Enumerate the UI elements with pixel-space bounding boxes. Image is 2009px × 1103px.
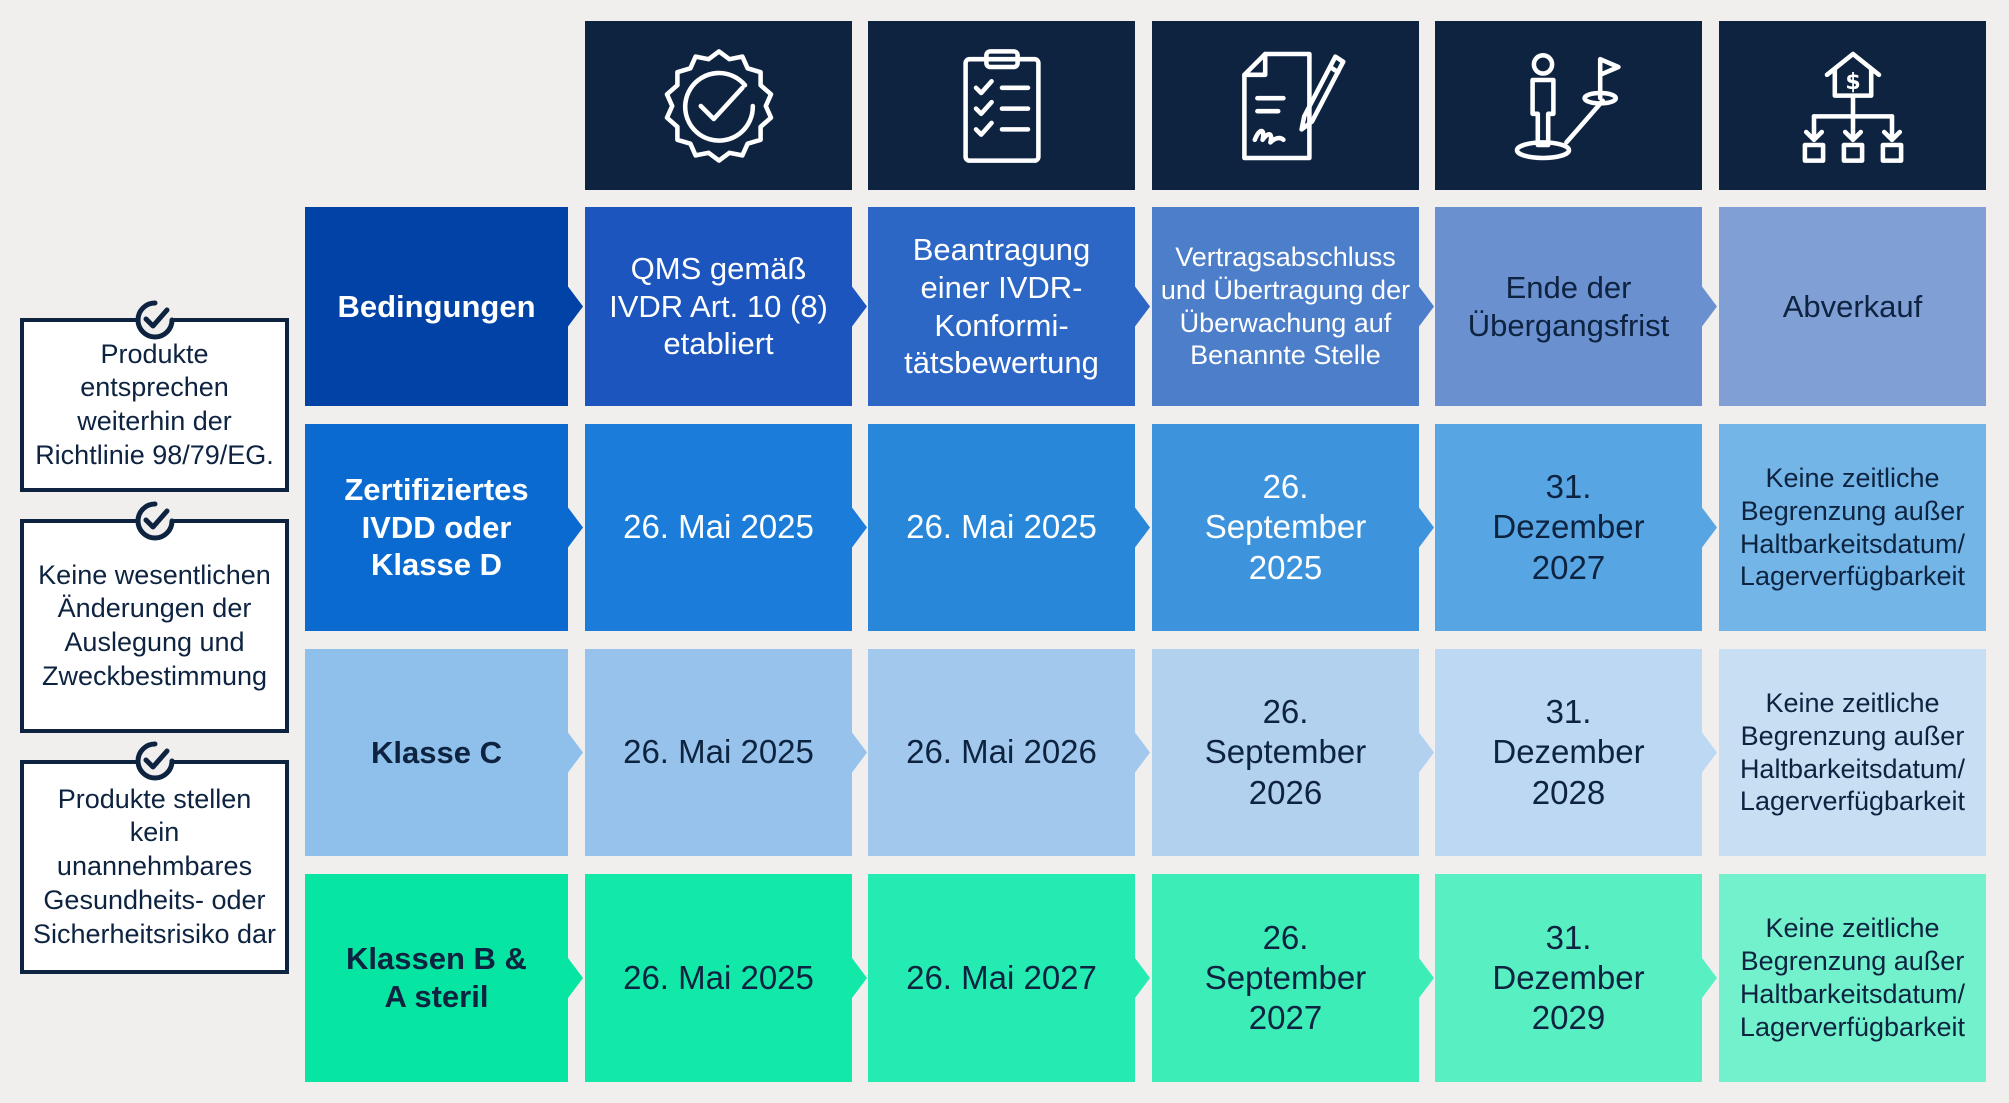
date-value: 26. Mai 2025 [623, 733, 814, 771]
chevron-arrow [1135, 507, 1150, 548]
row3-cell-2: 26. Mai 2027 [868, 874, 1135, 1082]
column-icon-box-2 [868, 21, 1135, 190]
chevron-arrow [568, 732, 583, 773]
row-header-label: Zertifiziertes IVDD oder Klasse D [344, 471, 529, 583]
header-cell-uebergangsfrist: Ende der Übergangsfrist [1435, 207, 1702, 406]
date-value: 26. September 2027 [1204, 918, 1367, 1037]
date-value: 31. Dezember 2029 [1492, 918, 1645, 1037]
sell-off-text: Keine zeitliche Begrenzung außer Haltbar… [1739, 913, 1966, 1042]
header-cell-vertrag: Vertragsabschluss und Übertragung der Üb… [1152, 207, 1419, 406]
header-cell-qms: QMS gemäß IVDR Art. 10 (8) etabliert [585, 207, 852, 406]
note-text-2: Keine wesentlichen Änderungen der Ausleg… [38, 559, 271, 691]
date-value: 26. Mai 2025 [623, 958, 814, 996]
chevron-arrow [1702, 507, 1717, 548]
svg-text:$: $ [1845, 69, 1860, 95]
chevron-arrow [852, 958, 867, 998]
row1-cell-1: 26. Mai 2025 [585, 424, 852, 631]
note-text-3: Produkte stellen kein unannehmbares Gesu… [32, 783, 277, 949]
date-value: 26. Mai 2027 [906, 958, 1097, 996]
header-cell-text: Abverkauf [1782, 288, 1923, 324]
chevron-arrow [1702, 732, 1717, 773]
chevron-arrow [1135, 286, 1150, 327]
person-goal-flag-icon [1514, 52, 1621, 160]
column-icon-box-5: $ [1719, 21, 1986, 190]
sell-off-text: Keine zeitliche Begrenzung außer Haltbar… [1739, 462, 1966, 592]
column-icon-box-3 [1152, 21, 1419, 190]
note-card-3: Produkte stellen kein unannehmbares Gesu… [20, 760, 289, 974]
row2-cell-3: 26. September 2026 [1152, 649, 1419, 856]
chevron-arrow [1702, 286, 1717, 327]
date-value: 26. Mai 2025 [623, 508, 814, 546]
check-badge-icon [135, 741, 175, 781]
row-header-klasse-c: Klasse C [305, 649, 568, 856]
row1-cell-2: 26. Mai 2025 [868, 424, 1135, 631]
date-value: 31. Dezember 2028 [1492, 693, 1645, 811]
date-value: 26. Mai 2026 [906, 733, 1097, 771]
header-cell-text: QMS gemäß IVDR Art. 10 (8) etabliert [609, 250, 828, 362]
date-value: 26. September 2026 [1204, 693, 1367, 811]
date-value: 26. September 2025 [1204, 468, 1367, 586]
row2-cell-2: 26. Mai 2026 [868, 649, 1135, 856]
header-cell-text: Beantragung einer IVDR-Konformi-tätsbewe… [904, 231, 1099, 381]
chevron-arrow [852, 507, 867, 548]
header-cell-text: Vertragsabschluss und Übertragung der Üb… [1160, 241, 1411, 371]
chevron-arrow [1135, 732, 1150, 773]
row-header-label: Bedingungen [337, 288, 536, 324]
row-header-klasse-d: Zertifiziertes IVDD oder Klasse D [305, 424, 568, 631]
header-cell-abverkauf: Abverkauf [1719, 207, 1986, 406]
chevron-arrow [568, 507, 583, 548]
note-text-1: Produkte entsprechen weiterhin der Richt… [35, 338, 274, 470]
signed-contract-icon [1241, 51, 1345, 160]
row3-cell-4: 31. Dezember 2029 [1435, 874, 1702, 1082]
chevron-arrow [1419, 507, 1434, 548]
sell-off-distribution-icon: $ [1802, 51, 1903, 163]
row1-cell-3: 26. September 2025 [1152, 424, 1419, 631]
date-value: 31. Dezember 2027 [1492, 468, 1645, 586]
chevron-arrow [1419, 958, 1434, 998]
column-icon-box-4 [1435, 21, 1702, 190]
date-value: 26. Mai 2025 [906, 508, 1097, 546]
row2-cell-1: 26. Mai 2025 [585, 649, 852, 856]
header-cell-text: Ende der Übergangsfrist [1467, 269, 1670, 343]
column-icon-box-1 [585, 21, 852, 190]
row1-cell-5: Keine zeitliche Begrenzung außer Haltbar… [1719, 424, 1986, 631]
chevron-arrow [852, 732, 867, 773]
certified-seal-icon [664, 48, 773, 163]
row3-cell-1: 26. Mai 2025 [585, 874, 852, 1082]
row2-cell-5: Keine zeitliche Begrenzung außer Haltbar… [1719, 649, 1986, 856]
sell-off-text: Keine zeitliche Begrenzung außer Haltbar… [1739, 687, 1966, 817]
row1-cell-4: 31. Dezember 2027 [1435, 424, 1702, 631]
checklist-clipboard-icon [962, 48, 1041, 163]
row-header-label: Klassen B & A steril [346, 941, 527, 1014]
row-header-bedingungen: Bedingungen [305, 207, 568, 406]
row3-cell-3: 26. September 2027 [1152, 874, 1419, 1082]
header-cell-beantragung: Beantragung einer IVDR-Konformi-tätsbewe… [868, 207, 1135, 406]
chevron-arrow [1419, 286, 1434, 327]
chevron-arrow [1135, 958, 1150, 998]
note-card-2: Keine wesentlichen Änderungen der Ausleg… [20, 519, 289, 733]
chevron-arrow [852, 286, 867, 327]
row-header-klassen-b-a: Klassen B & A steril [305, 874, 568, 1082]
note-card-1: Produkte entsprechen weiterhin der Richt… [20, 318, 289, 492]
row-header-label: Klasse C [371, 734, 502, 770]
row2-cell-4: 31. Dezember 2028 [1435, 649, 1702, 856]
chevron-arrow [568, 958, 583, 998]
chevron-arrow [1702, 958, 1717, 998]
chevron-arrow [568, 286, 583, 327]
check-badge-icon [135, 300, 175, 340]
row3-cell-5: Keine zeitliche Begrenzung außer Haltbar… [1719, 874, 1986, 1082]
check-badge-icon [135, 501, 175, 541]
chevron-arrow [1419, 732, 1434, 773]
